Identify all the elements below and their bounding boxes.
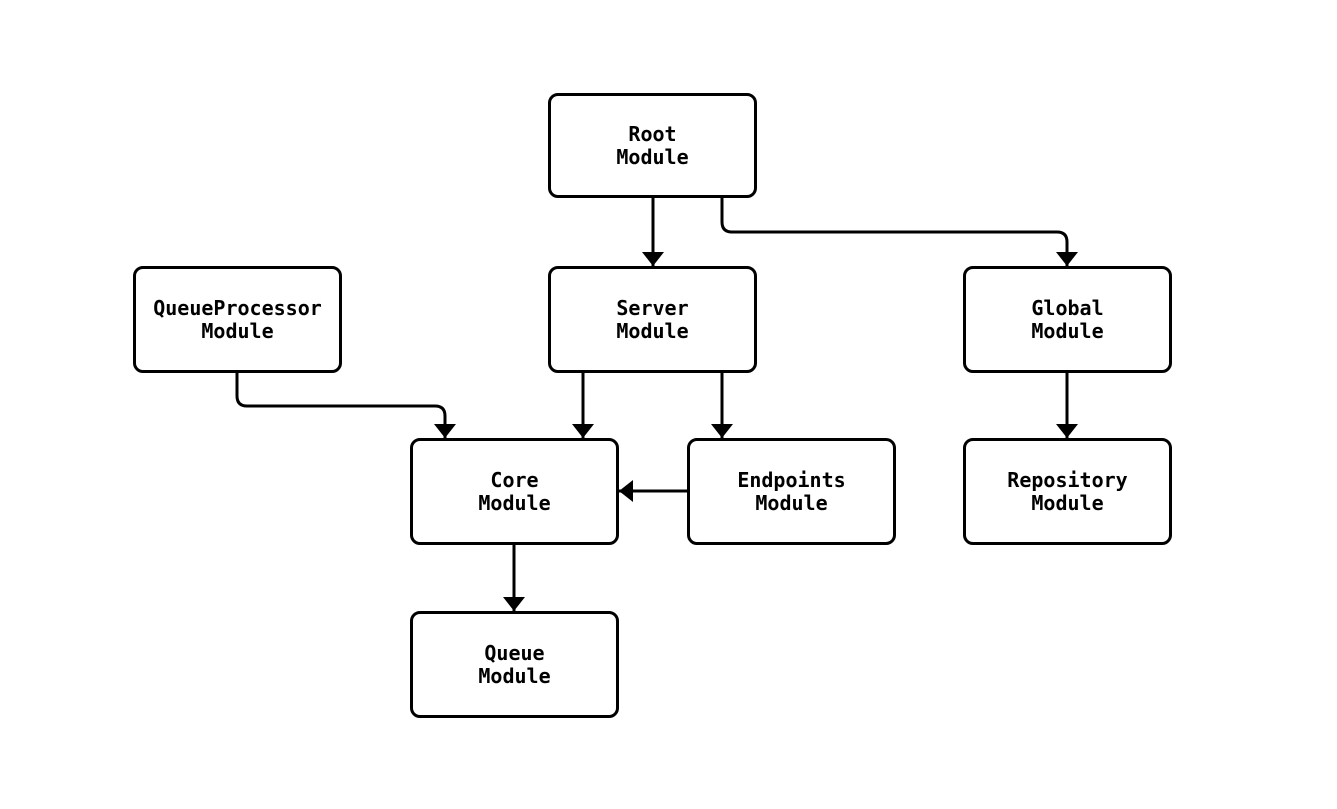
node-global-module: Global Module xyxy=(963,266,1172,373)
node-repository-module: Repository Module xyxy=(963,438,1172,545)
node-queueprocessor-module: QueueProcessor Module xyxy=(133,266,342,373)
node-core-module: Core Module xyxy=(410,438,619,545)
node-server-module: Server Module xyxy=(548,266,757,373)
node-root-module: Root Module xyxy=(548,93,757,198)
edge-root-to-global xyxy=(720,198,1078,266)
node-queue-module: Queue Module xyxy=(410,611,619,718)
edge-queueprocessor-to-core xyxy=(235,373,456,438)
node-endpoints-module: Endpoints Module xyxy=(687,438,896,545)
